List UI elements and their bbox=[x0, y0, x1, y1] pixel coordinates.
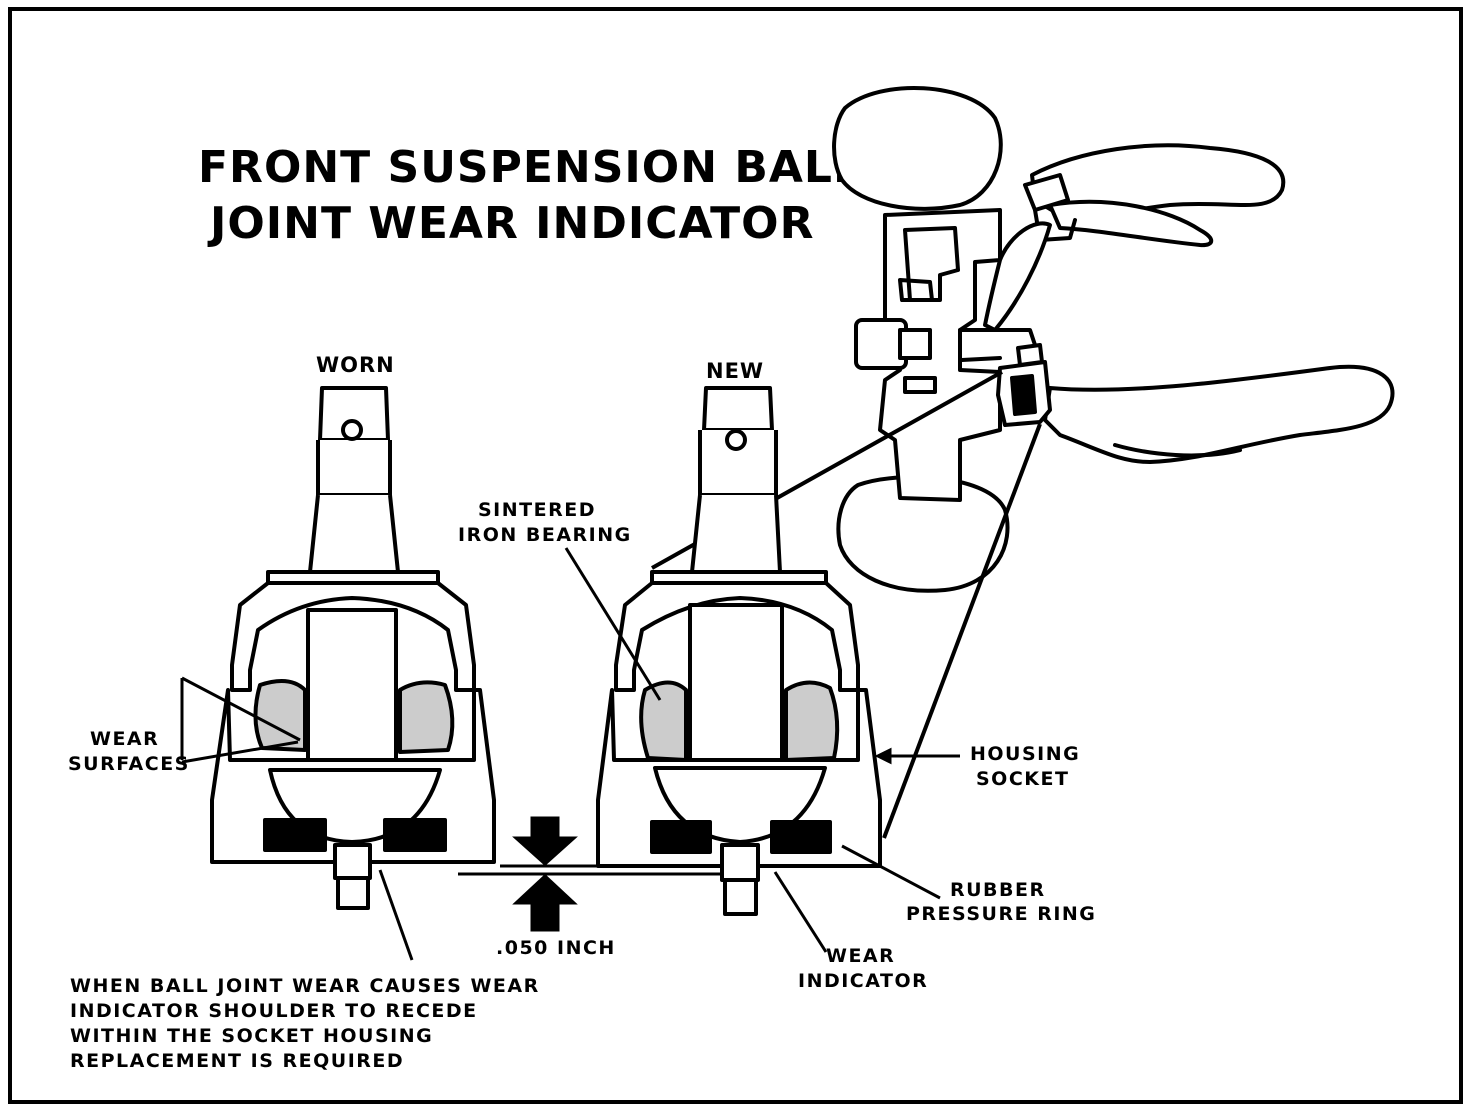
new-label: NEW bbox=[706, 359, 764, 383]
up-arrow-icon bbox=[512, 873, 578, 932]
gap-measurement bbox=[458, 816, 720, 932]
housing-socket-label-line-1: HOUSING bbox=[970, 743, 1080, 765]
diagram-border bbox=[8, 7, 1463, 1104]
leader-lines bbox=[180, 547, 960, 961]
rubber-ring-label-line-1: RUBBER bbox=[950, 879, 1046, 901]
sintered-label-line-1: SINTERED bbox=[478, 499, 596, 521]
wear-surfaces-label-line-1: WEAR bbox=[90, 728, 159, 750]
new-ball-joint bbox=[596, 386, 882, 916]
wear-surfaces-label-line-2: SURFACES bbox=[68, 753, 190, 775]
note-line-1: WHEN BALL JOINT WEAR CAUSES WEAR bbox=[70, 975, 540, 997]
suspension-assembly-illustration bbox=[832, 86, 1395, 593]
gap-label: .050 INCH bbox=[496, 937, 616, 959]
wear-indicator-label-line-1: WEAR bbox=[826, 945, 895, 967]
note-line-2: INDICATOR SHOULDER TO RECEDE bbox=[70, 1000, 478, 1022]
worn-ball-joint bbox=[210, 386, 496, 910]
housing-socket-label-line-2: SOCKET bbox=[976, 768, 1069, 790]
title-line-1: FRONT SUSPENSION BALL bbox=[198, 142, 862, 193]
rubber-ring-label-line-2: PRESSURE RING bbox=[906, 903, 1096, 925]
worn-label: WORN bbox=[316, 353, 395, 377]
down-arrow-icon bbox=[512, 816, 578, 867]
note-line-4: REPLACEMENT IS REQUIRED bbox=[70, 1050, 404, 1072]
note-line-3: WITHIN THE SOCKET HOUSING bbox=[70, 1025, 433, 1047]
wear-indicator-label-line-2: INDICATOR bbox=[798, 970, 928, 992]
sintered-label-line-2: IRON BEARING bbox=[458, 524, 632, 546]
title-line-2: JOINT WEAR INDICATOR bbox=[207, 198, 814, 249]
